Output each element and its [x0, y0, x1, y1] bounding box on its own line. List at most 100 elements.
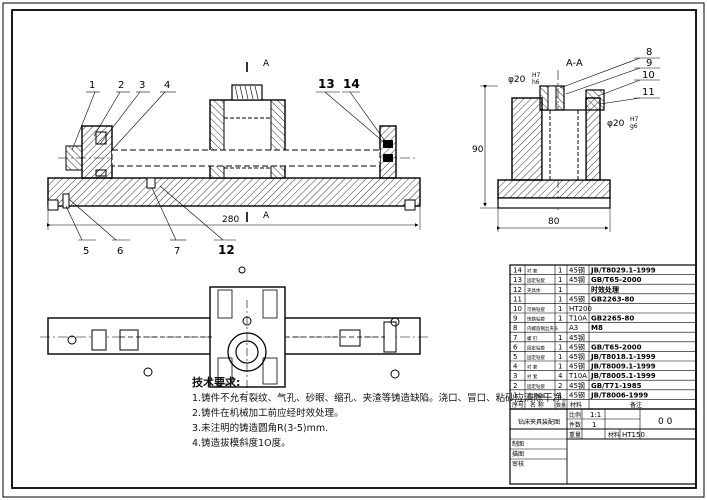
titleblock-name: 钻床夹具装配图 [518, 418, 560, 426]
bom-row-name: 快换钻套 [527, 316, 545, 323]
dim-width: 80 [548, 217, 560, 227]
bom-row-name: 内螺旋钢丝夹头 [527, 325, 559, 332]
bom-row-name: 螺 钉 [527, 335, 538, 342]
bom-row-standard: 时效处理 [591, 285, 619, 294]
bom-row-material: 45钢 [569, 390, 585, 399]
bom-row-standard: JB/T8005.1-1999 [590, 372, 656, 380]
bom-row-material: 45钢 [569, 266, 585, 275]
balloon-7: 7 [174, 246, 180, 257]
dim-height: 90 [472, 145, 484, 155]
bom-row-no: 2 [513, 382, 517, 390]
bom-row-no: 4 [513, 363, 518, 371]
titleblock-scale: 1:1 [590, 411, 601, 419]
bom-row-qty: 1 [558, 391, 562, 399]
note-4: 4.铸造拔模斜度1O度。 [192, 438, 291, 449]
bom-header-material: 材料 [570, 401, 582, 409]
dim-bore-top-fit2: h6 [532, 79, 540, 86]
bom-row-material: 45钢 [569, 352, 585, 361]
titleblock-scale-label: 比例 [569, 411, 581, 419]
note-1: 1.铸件不允有裂纹、气孔、砂眼、缩孔、夹渣等铸造缺陷。浇口、冒口、粘砂应清除干净… [192, 393, 572, 404]
bom-row-name: 夹具体 [527, 287, 541, 294]
bom-row-standard: JB/T8018.1-1999 [590, 353, 656, 361]
titleblock-material-label: 材料 [608, 431, 620, 439]
bom-row-qty: 1 [558, 276, 562, 284]
bom-row-material: 45钢 [569, 333, 585, 342]
bom-row-standard: GB2265-80 [591, 315, 634, 323]
bom-row-no: 7 [513, 334, 517, 342]
titleblock-check-label: 审核 [512, 460, 524, 468]
bom-header-note: 备注 [630, 401, 642, 409]
bom-row-no: 11 [513, 295, 522, 303]
section-mark-bottom: A [263, 211, 270, 221]
bom-header-name: 名 称 [530, 401, 544, 409]
notes-title: 技术要求: [192, 376, 241, 389]
bom-row-name: 开口垫圈 [527, 392, 545, 399]
bom-row-standard: JB/T8029.1-1999 [590, 267, 656, 275]
bom-row-no: 10 [513, 305, 522, 313]
bom-header-no: 序号 [512, 401, 524, 409]
bom-row-no: 8 [513, 324, 517, 332]
balloon-2: 2 [118, 80, 124, 91]
bom-row-material: A3 [569, 324, 578, 332]
bom-row-material: HT200 [569, 305, 592, 313]
bom-row-name: 衬 套 [527, 364, 538, 371]
bom-row-material: 45钢 [569, 381, 585, 390]
top-view [40, 266, 430, 395]
bom-row-qty: 1 [558, 363, 562, 371]
bom-row-material: T10A [568, 372, 587, 380]
front-view: A A 280 1 2 3 4 5 6 7 12 13 14 [47, 59, 421, 257]
bom-row-no: 1 [513, 391, 517, 399]
bom-row-qty: 1 [558, 315, 562, 323]
bom-row-qty: 1 [558, 267, 562, 275]
balloon-6: 6 [117, 246, 123, 257]
bom-row-standard: GB/T71-1985 [591, 382, 642, 390]
note-3: 3.未注明的铸造圆角R(3-5)mm. [192, 423, 329, 434]
bom-row-name: 固定钻套 [527, 344, 545, 351]
balloon-11: 11 [642, 87, 655, 98]
bom-row-no: 12 [513, 286, 522, 294]
note-2: 2.铸件在机械加工前应经时效处理。 [192, 408, 344, 419]
dim-bore-top-fit: H7 [532, 72, 541, 79]
balloon-3: 3 [139, 80, 145, 91]
balloon-4: 4 [164, 80, 170, 91]
bom-row-material: 45钢 [569, 342, 585, 351]
dim-overall-length: 280 [222, 215, 239, 225]
bom-row-qty: 1 [558, 286, 562, 294]
bom-row-name: 衬 套 [527, 268, 538, 275]
bom-row-standard: GB2263-80 [591, 295, 634, 303]
bom-row-material: 45钢 [569, 362, 585, 371]
bom-row-name: 固定钻套 [527, 354, 545, 361]
bom-row-standard: GB/T65-2000 [591, 276, 642, 284]
bom-row-standard: M8 [591, 324, 603, 332]
balloon-10: 10 [642, 70, 655, 81]
titleblock-design-label: 描图 [512, 450, 524, 458]
bom-row-name: 固定钻套 [527, 383, 545, 390]
bom-row-qty: 1 [558, 295, 562, 303]
bom-row-material: T10A [568, 315, 587, 323]
bom-row-standard: JB/T8006-1999 [590, 391, 648, 399]
dim-bore-right-fit: H7 [630, 116, 639, 123]
bom-row-name: 可换钻套 [527, 306, 545, 313]
balloon-13: 13 [318, 77, 335, 91]
titleblock-drawn-label: 制图 [512, 440, 524, 448]
inner-frame [11, 9, 697, 489]
bom-row-material: 45钢 [569, 294, 585, 303]
balloon-8: 8 [646, 47, 652, 58]
dim-bore-right: φ20 [607, 119, 625, 129]
bom-row-qty: 1 [558, 334, 562, 342]
bom-row-standard: GB/T65-2000 [591, 343, 642, 351]
bom-row-name: 固定钻套 [527, 277, 545, 284]
titleblock-count: 1 [592, 421, 596, 429]
bom-row-qty: 2 [558, 382, 562, 390]
balloon-12: 12 [218, 243, 235, 257]
bom-row-qty: 4 [558, 372, 563, 380]
bom-row-no: 3 [513, 372, 517, 380]
bom-row-qty: 1 [558, 343, 562, 351]
titleblock-material: HT150 [622, 431, 645, 439]
bom-row-name: 衬 套 [527, 373, 538, 380]
bom-row-qty: 1 [558, 305, 562, 313]
